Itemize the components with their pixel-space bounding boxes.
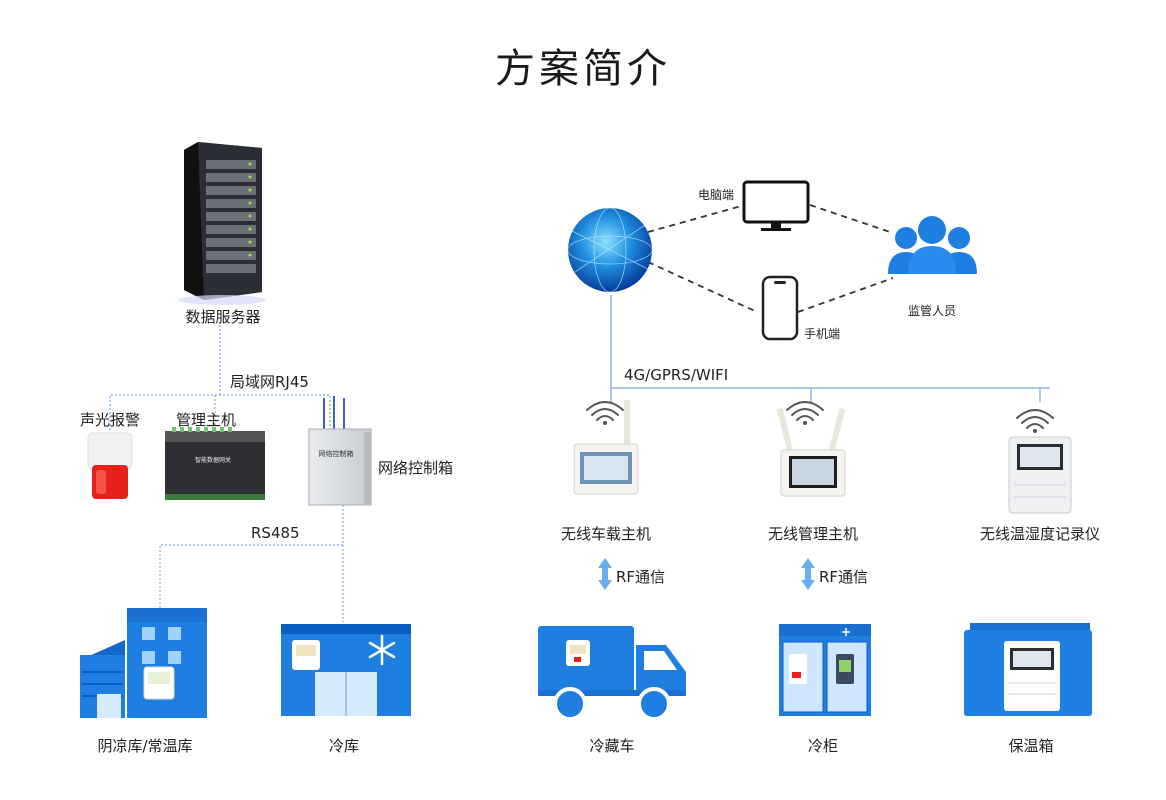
label-rf-2: RF通信: [819, 568, 869, 586]
label-pc: 电脑端: [698, 188, 735, 202]
people-icon: [888, 216, 977, 274]
label-alarm: 声光报警: [80, 411, 141, 429]
label-logger: 无线温湿度记录仪: [979, 525, 1101, 543]
gateway-face-text: 智能数据网关: [195, 456, 231, 464]
label-network: 4G/GPRS/WIFI: [624, 366, 729, 384]
vehicle-host-device-icon: [573, 400, 639, 495]
wifi-icon: [586, 401, 1054, 429]
label-rf-1: RF通信: [616, 568, 666, 586]
alarm-icon: [87, 432, 133, 499]
gateway-icon: [165, 427, 265, 500]
label-wireless-host: 无线管理主机: [767, 525, 859, 543]
label-netbox: 网络控制箱: [378, 459, 454, 477]
server-rack-icon: [178, 142, 266, 305]
label-vehicle-host: 无线车载主机: [560, 525, 652, 543]
monitor-icon: [742, 180, 810, 231]
left-connection-lines: [109, 325, 344, 622]
label-supervisor: 监管人员: [908, 304, 957, 318]
phone-icon: [761, 275, 799, 341]
label-host: 管理主机: [176, 411, 237, 429]
label-lan: 局域网RJ45: [230, 373, 309, 391]
snowflake-icon: [368, 634, 396, 666]
globe-icon: [567, 207, 653, 293]
label-cabinet: 冷柜: [807, 737, 839, 755]
wireless-host-device-icon: [777, 408, 846, 497]
logger-device-icon: [1008, 436, 1072, 514]
label-server: 数据服务器: [185, 308, 261, 326]
label-truck: 冷藏车: [589, 737, 635, 755]
cool-box-icon: [964, 623, 1092, 716]
cold-room-icon: [281, 624, 411, 716]
fridge-icon: [779, 624, 871, 716]
truck-icon: [538, 626, 686, 721]
page-title: 方案简介: [495, 46, 671, 92]
double-arrow-icon: [598, 558, 815, 590]
label-phone: 手机端: [804, 327, 841, 341]
label-coolbox: 保温箱: [1008, 737, 1054, 755]
label-warehouse: 阴凉库/常温库: [97, 737, 193, 755]
right-connection-lines: [610, 204, 1050, 402]
label-coldroom: 冷库: [328, 737, 360, 755]
netbox-face-text: 网络控制箱: [319, 449, 354, 458]
label-rs485: RS485: [251, 524, 300, 542]
building-icon: [80, 608, 207, 718]
cabinet-box-icon: [308, 396, 372, 506]
